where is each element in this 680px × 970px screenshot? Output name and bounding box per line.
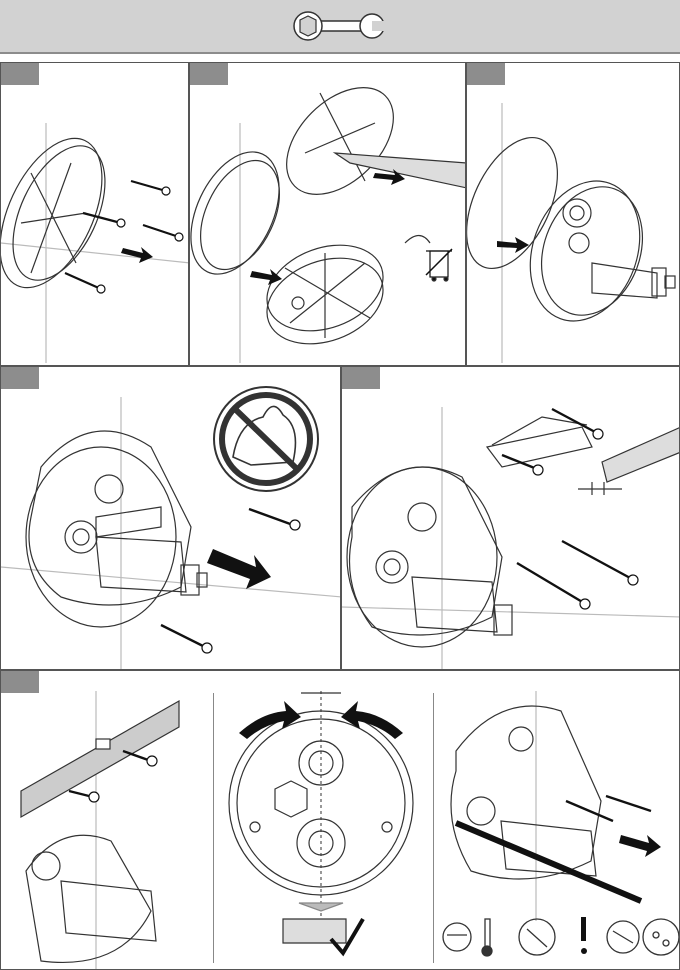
temperature-icon <box>482 919 492 956</box>
warning-icon <box>581 917 587 954</box>
step-3-illustration <box>467 63 680 366</box>
drops-icon <box>643 919 679 955</box>
step-5-illustration <box>342 367 680 670</box>
step-panel-2 <box>189 62 466 366</box>
header-bar <box>0 0 680 54</box>
step-4-illustration <box>1 367 341 670</box>
wrench-icon <box>292 9 388 43</box>
step-6-illustration <box>1 671 680 970</box>
tap-icon <box>443 923 471 951</box>
step-panel-1 <box>0 62 189 366</box>
step-1-illustration <box>1 63 189 366</box>
step-panel-6 <box>0 670 680 970</box>
step-panel-5 <box>341 366 680 670</box>
trash-bin-icon <box>426 249 452 281</box>
step-panel-3 <box>466 62 680 366</box>
no-force-icon <box>214 387 318 491</box>
care-icons-row <box>443 917 679 956</box>
step-panel-4 <box>0 366 341 670</box>
step-2-illustration <box>190 63 466 366</box>
spray-icon <box>607 921 639 953</box>
cleaner-icon <box>519 919 555 955</box>
